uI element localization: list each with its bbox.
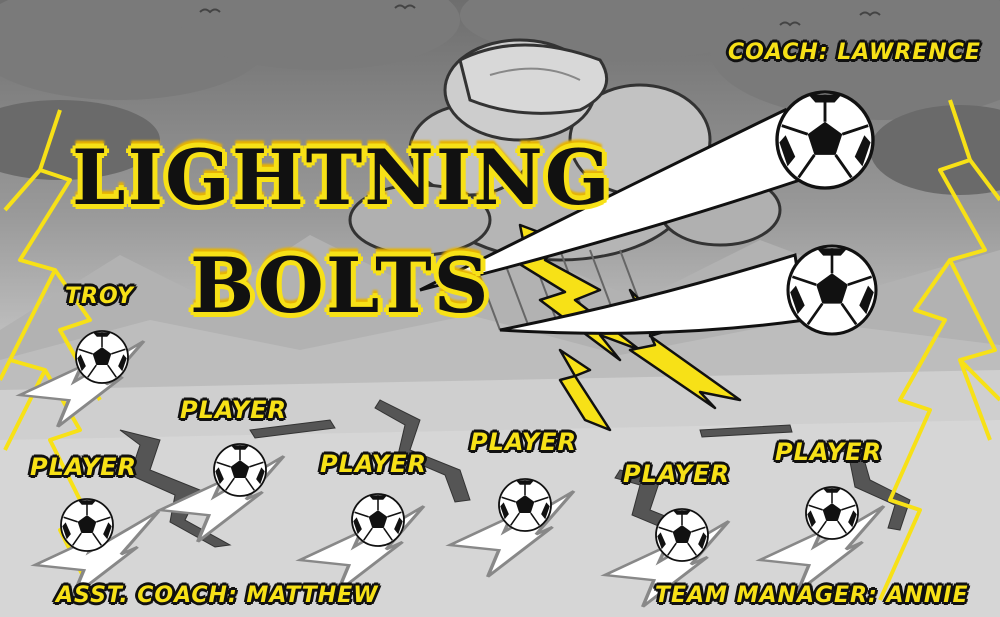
player-name: PLAYER [775,438,882,466]
team-manager-label: TEAM MANAGER: ANNIE [655,583,969,608]
player-name: PLAYER [623,460,730,488]
coach-label: COACH: LAWRENCE [728,40,981,65]
player-name: PLAYER [470,428,577,456]
player-name: PLAYER [180,396,287,424]
soccer-ball-icon [777,92,873,188]
asst-coach-label: ASST. COACH: MATTHEW [56,583,379,608]
player-name-troy: TROY [65,284,134,309]
team-name-line2: BOLTS [190,241,491,330]
player-name: PLAYER [30,453,137,481]
ball-motion-streaks [419,107,807,335]
soccer-ball-icon [788,246,876,334]
birds [199,4,881,27]
team-name-line1: LIGHTNING [72,133,612,222]
side-lightning-right [878,99,1000,601]
player-name: PLAYER [320,450,427,478]
